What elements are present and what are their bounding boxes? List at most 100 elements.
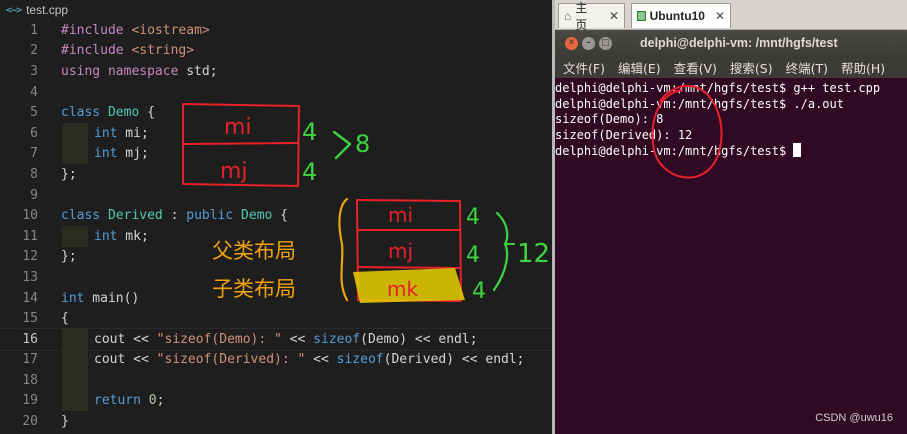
tab-label: Ubuntu10 (649, 9, 705, 23)
vm-tab-bar: ⌂ 主页 ✕ Ubuntu10 ✕ (555, 0, 907, 32)
line-number: 20 (22, 414, 38, 430)
line-number: 4 (30, 84, 38, 100)
line-number: 7 (30, 146, 38, 162)
indent-guide (62, 122, 88, 144)
menu-file[interactable]: 文件(F) (563, 60, 605, 76)
pane-divider[interactable] (552, 0, 555, 434)
line-number: 10 (22, 208, 38, 224)
terminal-window[interactable]: ✕ – □ delphi@delphi-vm: /mnt/hgfs/test 文… (555, 30, 907, 434)
code-line: 3 using namespace std; (0, 61, 552, 82)
code-text: class Demo { (61, 105, 155, 121)
indent-guide (62, 328, 88, 350)
code-line-current: 16 cout << "sizeof(Demo): " << sizeof(De… (0, 327, 552, 351)
indent-guide (62, 225, 88, 247)
terminal-line: delphi@delphi-vm:/mnt/hgfs/test$ g++ tes… (555, 81, 881, 95)
tab-ubuntu10[interactable]: Ubuntu10 ✕ (631, 3, 731, 28)
terminal-output[interactable]: delphi@delphi-vm:/mnt/hgfs/test$ g++ tes… (555, 78, 907, 434)
terminal-cursor (793, 143, 802, 158)
close-icon[interactable]: ✕ (565, 36, 578, 50)
menu-terminal[interactable]: 终端(T) (785, 60, 829, 76)
terminal-menubar: 文件(F) 编辑(E) 查看(V) 搜索(S) 终端(T) 帮助(H) (555, 56, 907, 78)
indent-guide (62, 390, 88, 412)
code-line: 7 int mj; (0, 143, 552, 165)
line-number: 1 (30, 22, 38, 38)
code-text: cout << "sizeof(Demo): " << sizeof(Demo)… (94, 331, 478, 347)
tab-test-cpp[interactable]: <~> test.cpp (0, 0, 76, 20)
terminal-prompt-line: delphi@delphi-vm:/mnt/hgfs/test$ (555, 143, 907, 159)
code-line: 11 int mk; (0, 225, 552, 247)
code-text: int mj; (94, 146, 149, 162)
tab-label: test.cpp (26, 3, 69, 17)
code-text: using namespace std; (61, 63, 218, 79)
code-text: #include <iostream> (61, 22, 210, 38)
maximize-icon[interactable]: □ (599, 36, 612, 50)
line-number: 5 (30, 105, 38, 121)
terminal-line: delphi@delphi-vm:/mnt/hgfs/test$ ./a.out (555, 96, 844, 111)
window-title: delphi@delphi-vm: /mnt/hgfs/test (640, 36, 838, 50)
code-text: { (61, 311, 69, 327)
menu-help[interactable]: 帮助(H) (841, 60, 886, 76)
code-line: 10 class Derived : public Demo { (0, 205, 552, 226)
close-icon[interactable]: ✕ (608, 9, 619, 23)
indent-guide (62, 349, 88, 371)
menu-view[interactable]: 查看(V) (673, 60, 717, 76)
menu-edit[interactable]: 编辑(E) (617, 60, 661, 76)
line-number: 8 (30, 166, 38, 182)
cpp-file-icon: <~> (6, 4, 22, 16)
code-line: 14 int main() (0, 288, 552, 309)
code-editor[interactable]: <~> test.cpp 1 #include <iostream> 2 #in… (0, 0, 552, 434)
code-text: }; (61, 249, 77, 265)
line-number: 19 (22, 393, 38, 409)
code-line: 12 }; (0, 247, 552, 268)
code-line: 8 }; (0, 164, 552, 185)
line-number: 18 (22, 372, 38, 388)
code-line: 2 #include <string> (0, 41, 552, 62)
home-icon: ⌂ (564, 9, 572, 23)
code-text: }; (61, 166, 77, 182)
line-number: 14 (22, 290, 38, 306)
tab-label: 主页 (575, 1, 588, 32)
line-number: 6 (30, 125, 38, 141)
vm-window: ⌂ 主页 ✕ Ubuntu10 ✕ ✕ – □ delphi@delphi-vm… (555, 0, 907, 434)
terminal-line: sizeof(Demo): 8 (555, 112, 664, 127)
code-line: 5 class Demo { (0, 102, 552, 123)
code-line: 19 return 0; (0, 390, 552, 412)
line-number: 2 (30, 43, 38, 59)
code-line: 1 #include <iostream> (0, 20, 552, 41)
code-text: int mi; (94, 125, 149, 141)
tab-home[interactable]: ⌂ 主页 ✕ (558, 1, 625, 32)
minimize-icon[interactable]: – (582, 36, 595, 50)
code-line: 17 cout << "sizeof(Derived): " << sizeof… (0, 349, 552, 371)
line-number: 17 (22, 352, 38, 368)
line-number: 15 (22, 311, 38, 327)
code-text: } (61, 414, 69, 430)
code-line: 18 (0, 370, 552, 391)
vm-icon (637, 11, 646, 21)
code-text: #include <string> (61, 43, 195, 59)
code-line: 15 { (0, 308, 552, 329)
line-number: 11 (22, 228, 38, 244)
code-text: int main() (61, 290, 140, 306)
menu-search[interactable]: 搜索(S) (729, 60, 773, 76)
code-area[interactable]: 1 #include <iostream> 2 #include <string… (0, 20, 552, 432)
code-line: 13 (0, 267, 552, 288)
code-line: 9 (0, 185, 552, 206)
terminal-line: sizeof(Derived): 12 (555, 127, 693, 142)
line-number: 13 (22, 269, 38, 285)
line-number: 12 (22, 249, 38, 265)
code-text: int mk; (94, 228, 149, 244)
line-number: 3 (30, 63, 38, 79)
watermark: CSDN @uwu16 (815, 412, 893, 424)
code-text: cout << "sizeof(Derived): " << sizeof(De… (94, 352, 525, 368)
close-icon[interactable]: ✕ (714, 9, 725, 23)
terminal-titlebar[interactable]: ✕ – □ delphi@delphi-vm: /mnt/hgfs/test (555, 30, 907, 56)
code-line: 6 int mi; (0, 122, 552, 144)
code-text: return 0; (94, 393, 165, 409)
code-text: class Derived : public Demo { (61, 208, 289, 224)
line-number: 16 (22, 331, 38, 347)
line-number: 9 (30, 187, 38, 203)
code-line: 4 (0, 82, 552, 103)
indent-guide (62, 143, 88, 165)
code-line: 20 } (0, 411, 552, 432)
indent-guide (62, 370, 88, 391)
